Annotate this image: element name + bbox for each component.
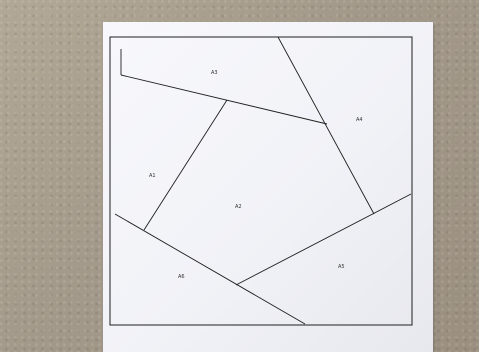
label-a4: A4 (356, 117, 363, 123)
label-a1: A1 (149, 173, 156, 179)
label-a3: A3 (211, 70, 218, 76)
label-a5: A5 (338, 264, 345, 270)
label-a6: A6 (178, 274, 185, 280)
label-a2: A2 (235, 204, 242, 210)
